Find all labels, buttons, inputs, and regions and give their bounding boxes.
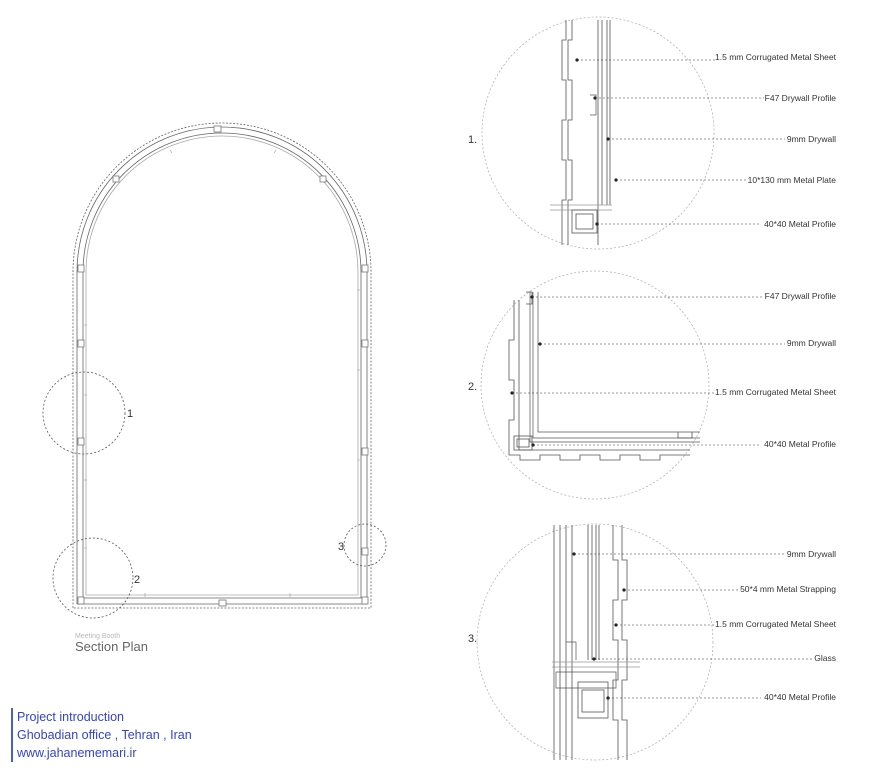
callout-number-2: 2	[134, 574, 140, 586]
credits-office: Ghobadian office , Tehran , Iran	[17, 728, 192, 742]
credits-website: www.jahanememari.ir	[17, 746, 137, 760]
detail-1-label-metal-profile: 40*40 Metal Profile	[764, 219, 836, 229]
detail-1: 1. 1.5 mm Corrugated Metal Sheet F47 Dry…	[468, 16, 837, 250]
callout-number-1: 1	[127, 408, 133, 420]
detail-3: 3. 9mm Drywall 50*4 mm Metal Strapping 1…	[468, 523, 837, 761]
callout-circles	[42, 371, 387, 619]
callout-circle-1	[42, 371, 126, 455]
plan-title: Section Plan	[75, 639, 148, 654]
booth-section-plan	[72, 122, 372, 609]
credits-block: Project introduction Ghobadian office , …	[11, 708, 192, 762]
detail-2: 2. F47 Drywall Profile 9mm Drywall 1.5 m…	[468, 270, 837, 500]
detail-3-label-drywall: 9mm Drywall	[787, 549, 836, 559]
detail-2-number: 2.	[468, 381, 477, 393]
callout-number-3: 3	[338, 541, 344, 553]
detail-2-label-corrugated-sheet: 1.5 mm Corrugated Metal Sheet	[715, 387, 837, 397]
detail-1-label-drywall: 9mm Drywall	[787, 134, 836, 144]
detail-1-label-corrugated-sheet: 1.5 mm Corrugated Metal Sheet	[715, 52, 837, 62]
detail-1-label-f47-profile: F47 Drywall Profile	[765, 93, 837, 103]
detail-3-label-corrugated-sheet: 1.5 mm Corrugated Metal Sheet	[715, 619, 837, 629]
detail-1-label-metal-plate: 10*130 mm Metal Plate	[748, 175, 837, 185]
detail-1-number: 1.	[468, 134, 477, 146]
detail-3-label-metal-strapping: 50*4 mm Metal Strapping	[740, 584, 836, 594]
detail-2-label-drywall: 9mm Drywall	[787, 338, 836, 348]
plan-subtitle: Meeting Booth	[75, 633, 120, 640]
callout-circle-2	[52, 537, 134, 619]
detail-3-label-glass: Glass	[814, 653, 836, 663]
detail-2-label-f47-profile: F47 Drywall Profile	[765, 291, 837, 301]
detail-3-number: 3.	[468, 633, 477, 645]
detail-3-label-metal-profile: 40*40 Metal Profile	[764, 692, 836, 702]
detail-2-label-metal-profile: 40*40 Metal Profile	[764, 439, 836, 449]
callout-circle-3	[343, 523, 387, 567]
credits-project-intro: Project introduction	[17, 710, 125, 724]
